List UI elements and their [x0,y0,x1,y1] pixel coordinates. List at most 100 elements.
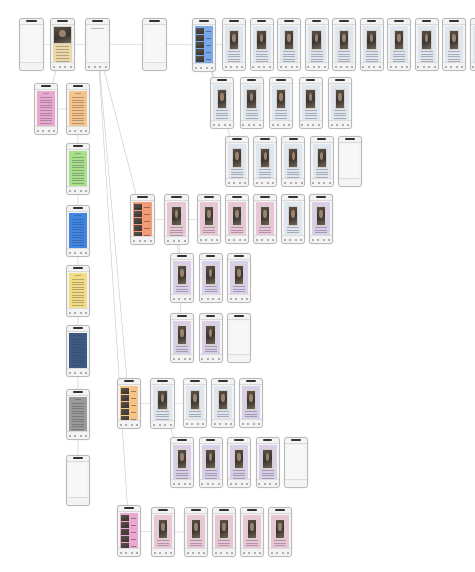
scene-screen [154,515,172,548]
scene-detail[interactable] [211,378,235,428]
status-bar [232,138,242,140]
scene-blank[interactable] [19,18,44,71]
scene-text-page[interactable] [66,143,90,195]
tab-icon [282,123,285,126]
scene-detail[interactable] [442,18,466,71]
scene-text-page[interactable] [66,325,90,377]
scene-detail[interactable] [239,378,263,428]
scene-blank[interactable] [337,136,362,187]
scene-detail[interactable] [198,437,223,488]
scene-detail[interactable] [249,18,274,71]
tab-icon [253,123,256,126]
tab-bar [305,62,328,70]
scene-text-page[interactable] [66,265,90,317]
scene-detail[interactable] [198,313,223,363]
scene-detail[interactable] [227,253,251,303]
scene-text-page[interactable] [66,83,90,135]
scene-detail[interactable] [253,194,277,244]
scene-detail[interactable] [184,507,208,557]
scene-detail[interactable] [151,507,175,557]
scene-detail[interactable] [269,77,293,129]
scene-blank[interactable] [284,437,308,488]
scene-detail[interactable] [281,136,306,187]
scene-detail[interactable] [309,194,333,244]
scene-detail[interactable] [150,378,175,429]
body-line [72,180,84,182]
status-bar [234,255,244,257]
scene-detail[interactable] [240,507,264,557]
status-bar [288,138,299,140]
scene-detail[interactable] [239,77,264,129]
scene-blank[interactable] [66,455,90,506]
body-line [72,341,84,343]
tab-icon [300,181,303,184]
scene-detail[interactable] [359,18,384,71]
bio-line [448,58,460,60]
scene-text-page[interactable] [66,205,90,257]
scene-list[interactable] [117,505,141,557]
bio-line [190,545,202,546]
scene-blank[interactable] [142,18,167,71]
scene-detail[interactable] [277,18,301,71]
body-line [72,426,84,428]
portrait-photo [305,89,316,109]
tab-icon [79,311,82,314]
row-label [131,539,136,540]
bio-line [216,117,228,119]
scene-title-bar [118,506,140,512]
bio-line [261,475,274,476]
scene-detail[interactable] [212,507,236,557]
scene-detail[interactable] [328,77,352,129]
tab-icon [289,181,292,184]
scene-detail[interactable] [469,18,475,71]
tab-icon [153,551,156,554]
scene-detail[interactable] [197,194,221,244]
scene-detail[interactable] [281,194,305,244]
scene-detail[interactable] [387,18,411,71]
scene-title-bar [184,379,206,385]
scene-detail[interactable] [170,437,194,488]
body-line [72,352,84,353]
scene-list[interactable] [130,194,155,245]
scene-detail[interactable] [225,136,249,187]
scene-detail[interactable] [298,77,323,129]
scene-blank[interactable] [227,313,251,363]
scene-detail[interactable] [268,507,292,557]
portrait-photo [217,390,229,410]
scene-detail[interactable] [183,378,207,428]
scene-text-page[interactable] [66,389,90,440]
scene-photo-menu[interactable] [50,18,75,71]
scene-detail[interactable] [414,18,439,71]
scene-detail[interactable] [210,77,234,129]
bio-line [190,542,202,544]
scene-title-bar [305,19,328,25]
scene-detail[interactable] [332,18,356,71]
bio-line [274,542,286,544]
bio-line [274,547,286,548]
body-line [72,226,84,228]
portrait-photo [311,30,322,50]
bio-line [420,53,433,55]
scene-detail[interactable] [227,437,251,488]
tab-icon [306,123,309,126]
scene-detail[interactable] [225,194,249,244]
scene-detail[interactable] [253,136,278,187]
scene-detail[interactable] [304,18,329,71]
scene-detail[interactable] [170,313,194,363]
scene-detail[interactable] [164,194,189,245]
scene-detail[interactable] [255,437,280,488]
scene-list[interactable] [117,378,141,429]
scene-blank-tabs[interactable] [85,18,110,71]
tab-icon [224,422,227,425]
scene-list[interactable] [192,18,216,72]
portrait-photo [157,519,169,539]
tab-icon [138,239,141,242]
tab-icon [378,65,381,68]
scene-detail[interactable] [170,253,194,303]
scene-detail[interactable] [222,18,246,71]
portrait-photo [203,206,215,226]
scene-text-page[interactable] [34,83,58,135]
scene-detail[interactable] [198,253,223,303]
scene-detail[interactable] [309,136,334,187]
tab-icon [301,123,304,126]
